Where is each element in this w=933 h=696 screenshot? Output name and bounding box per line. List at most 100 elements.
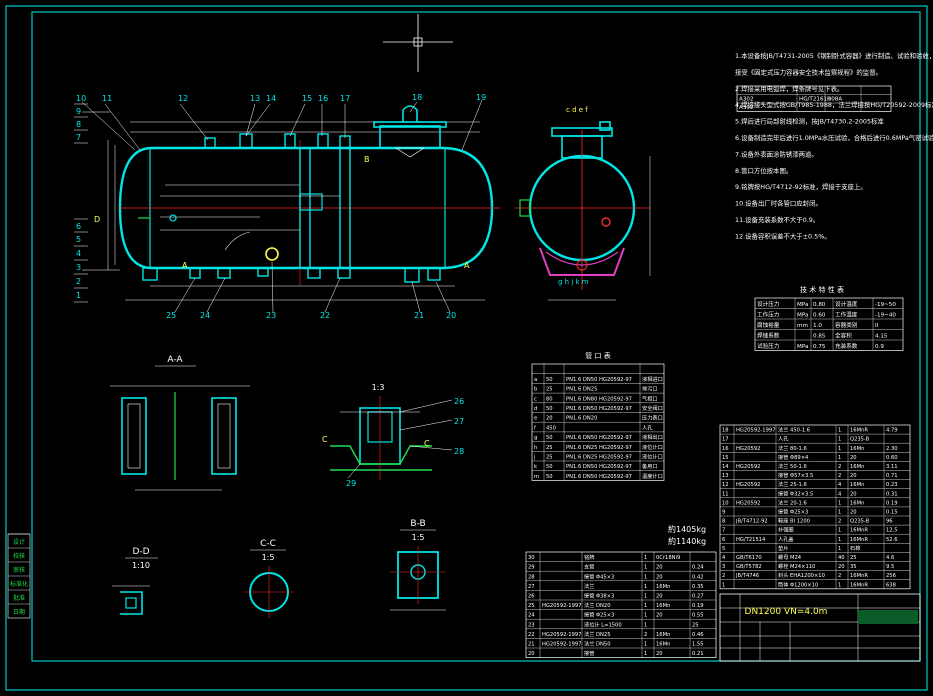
main-title: DN1200 VN=4.0m bbox=[745, 607, 828, 617]
design-cell: 4.15 bbox=[875, 334, 888, 340]
design-cell: 0.75 bbox=[813, 344, 826, 350]
nozzle-cell: 25 bbox=[546, 455, 553, 461]
side-tab-cell: 批准 bbox=[13, 594, 25, 602]
balloon-label: 10 bbox=[76, 94, 86, 103]
parts-cell: 16MnR bbox=[850, 428, 868, 434]
balloon-label: 1 bbox=[76, 291, 81, 300]
section-bb: B-B 1:5 bbox=[390, 519, 446, 611]
parts-cell: 20 bbox=[850, 473, 857, 479]
nozzle-cell: 气相口 bbox=[642, 394, 658, 402]
parts-cell: 11 bbox=[722, 491, 729, 497]
parts-cell: 法兰 25-1.6 bbox=[778, 480, 807, 488]
nozzle-cell: 20 bbox=[546, 416, 553, 422]
vessel-end-view bbox=[515, 121, 651, 301]
parts-cell: 垫片 bbox=[778, 544, 788, 552]
parts-cell: 封头 EHA1200×10 bbox=[778, 571, 825, 579]
detail-scale: 1:3 bbox=[372, 383, 385, 392]
cut-mark-c-left: C bbox=[322, 435, 328, 444]
parts-cell: 17 bbox=[722, 437, 729, 443]
nozzle-cell: 液位计口 bbox=[642, 443, 663, 451]
detail-view bbox=[330, 396, 453, 480]
nozzle-cell: m bbox=[534, 474, 539, 480]
parts-cell: 法兰 450-1.6 bbox=[778, 426, 810, 434]
weld-cell: A302 bbox=[739, 97, 754, 103]
parts-cell: 16MnR bbox=[850, 528, 868, 534]
parts-cell: 20 bbox=[850, 455, 857, 461]
parts-cell: HG20592 bbox=[736, 482, 760, 488]
parts-cell: 24 bbox=[528, 613, 535, 619]
nozzle-table-title: 管 口 表 bbox=[585, 351, 610, 360]
note-line: 接受《固定式压力容器安全技术监察规程》的监督。 bbox=[735, 67, 882, 76]
balloon-label: 6 bbox=[76, 222, 81, 231]
parts-cell: 1 bbox=[838, 500, 841, 506]
cut-mark-c-right: C bbox=[424, 439, 430, 448]
parts-cell: 16 bbox=[722, 446, 729, 452]
parts-cell: 0.55 bbox=[692, 613, 704, 619]
parts-cell: 1 bbox=[838, 428, 841, 434]
note-line: 2.焊接采用电弧焊，焊条牌号见下表。 bbox=[735, 84, 843, 93]
parts-cell: HG20592-1997 bbox=[542, 603, 582, 609]
parts-cell: 9.5 bbox=[886, 564, 894, 570]
parts-cell: 1 bbox=[644, 584, 647, 590]
parts-cell: 接管 bbox=[584, 649, 594, 657]
balloon-label: 24 bbox=[200, 311, 210, 320]
nozzle-cell: 50 bbox=[546, 474, 553, 480]
section-cc-scale: 1:5 bbox=[262, 553, 275, 562]
parts-cell: 接管 Φ25×3 bbox=[584, 611, 614, 619]
parts-cell: 16MnR bbox=[850, 582, 868, 588]
parts-cell: 25 bbox=[850, 555, 857, 561]
balloon-label: 4 bbox=[76, 249, 81, 258]
design-cell: 1.0 bbox=[813, 323, 822, 329]
parts-cell: 20 bbox=[850, 510, 857, 516]
balloon-label: 18 bbox=[412, 93, 422, 102]
parts-cell: 5 bbox=[722, 546, 725, 552]
nozzle-cell: h bbox=[534, 445, 537, 451]
design-cell: MPa bbox=[797, 302, 808, 308]
nozzle-cell: PN1.6 DN50 HG20592-97 bbox=[566, 377, 632, 383]
weight-1: 約1405kg bbox=[668, 524, 706, 534]
section-dd-scale: 1:10 bbox=[132, 561, 150, 570]
balloon-label: 22 bbox=[320, 311, 330, 320]
note-line: 4.焊接接头型式按GB/T985-1988，法兰焊接按HG/T20592-200… bbox=[735, 100, 933, 109]
design-cell: 全容积 bbox=[835, 332, 852, 340]
note-line: 12.设备容积误差不大于±0.5%。 bbox=[735, 231, 831, 240]
parts-cell: 3 bbox=[722, 564, 725, 570]
nozzle-cell: 备用口 bbox=[642, 462, 658, 470]
crosshair-cursor[interactable] bbox=[383, 14, 453, 72]
nozzle-cell: 液相出口 bbox=[642, 433, 663, 441]
parts-cell: 1 bbox=[644, 613, 647, 619]
parts-cell: 1 bbox=[838, 510, 841, 516]
weld-cell: H08A bbox=[827, 97, 842, 103]
parts-cell: 20 bbox=[656, 594, 663, 600]
design-cell: 0.60 bbox=[813, 313, 826, 319]
nozzle-cell: 液位计口 bbox=[642, 453, 663, 461]
parts-cell: 0Cr18Ni9 bbox=[656, 555, 680, 561]
parts-cell: 1 bbox=[722, 582, 725, 588]
parts-cell: 1 bbox=[644, 555, 647, 561]
nozzle-cell: c bbox=[534, 396, 537, 402]
parts-cell: 12 bbox=[722, 482, 729, 488]
parts-cell: 4 bbox=[838, 491, 842, 497]
section-cc-title: C-C bbox=[260, 539, 276, 549]
parts-cell: 16Mn bbox=[850, 482, 864, 488]
section-bb-scale: 1:5 bbox=[412, 533, 425, 542]
design-cell: -19~50 bbox=[875, 302, 896, 308]
parts-cell: 2 bbox=[838, 573, 841, 579]
parts-cell: 22 bbox=[528, 632, 535, 638]
nozzle-cell: 温度计口 bbox=[642, 472, 663, 480]
vessel-elevation: A A B D bbox=[81, 99, 500, 313]
parts-cell: 35 bbox=[850, 564, 857, 570]
nozzle-cell: PN1.6 DN50 HG20592-97 bbox=[566, 406, 632, 412]
parts-cell: Q235-B bbox=[850, 519, 870, 525]
parts-cell: 10 bbox=[722, 500, 729, 506]
balloon-label: 7 bbox=[76, 133, 81, 142]
balloon-label: 25 bbox=[166, 311, 176, 320]
nozzle-cell: PN1.6 DN80 HG20592-97 bbox=[566, 396, 632, 402]
technical-notes: 1.本设备按JB/T4731-2005《钢制卧式容器》进行制造、试验和验收，并接… bbox=[735, 51, 933, 240]
parts-cell: 30 bbox=[528, 555, 535, 561]
parts-cell: 1 bbox=[838, 446, 841, 452]
parts-cell: 8 bbox=[722, 519, 725, 525]
